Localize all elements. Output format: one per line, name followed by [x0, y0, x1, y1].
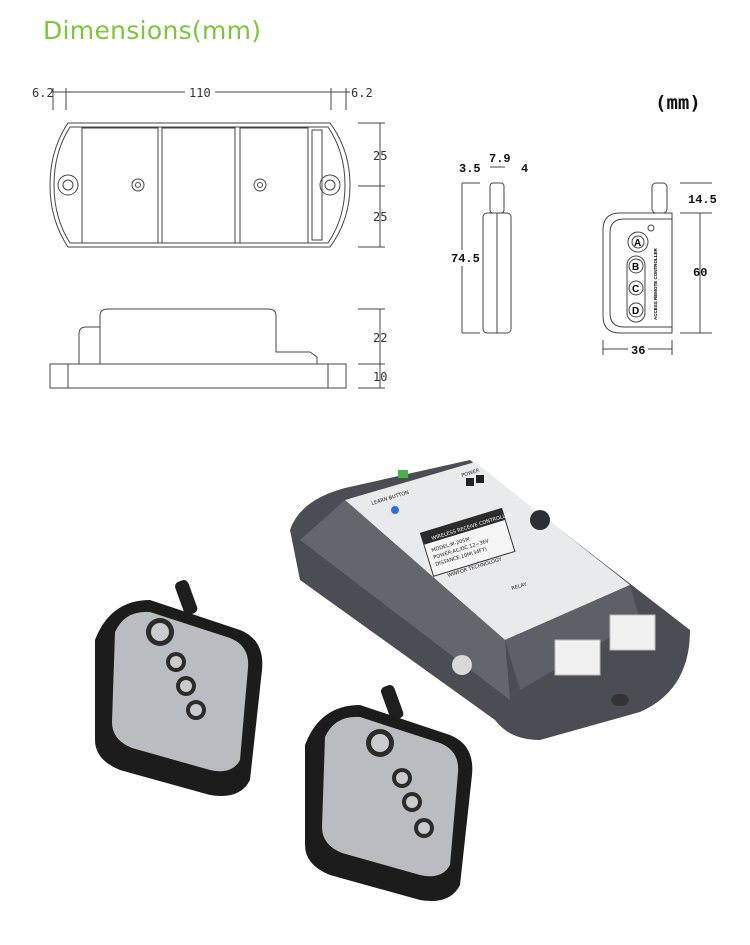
remote-side-view: 3.5 7.9 4 74.5 — [451, 152, 528, 334]
dim-remote-total: 74.5 — [451, 252, 480, 266]
dim-antenna: 14.5 — [688, 193, 717, 207]
remote-photo-1 — [95, 580, 263, 796]
dim-body-length: 60 — [693, 266, 707, 280]
dim-right-offset: 6.2 — [351, 86, 373, 100]
unit-label: (mm) — [655, 92, 701, 114]
photo-relay-label: RELAY — [511, 581, 529, 592]
dim-remote-thickness: 7.9 — [489, 152, 511, 166]
remote-buttons: A B C D — [628, 235, 645, 318]
receiver-side-view: 22 10 — [49, 308, 387, 389]
dim-upper-width: 25 — [373, 149, 387, 163]
photo-power-label: POWER — [461, 468, 481, 479]
dim-left-offset: 6.2 — [32, 86, 54, 100]
remote-photo-2 — [305, 685, 473, 901]
button-b-label: B — [632, 262, 639, 273]
dim-length: 110 — [189, 86, 211, 100]
receiver-top-view: 6.2 110 6.2 25 25 — [32, 85, 387, 248]
dim-remote-width: 36 — [631, 344, 645, 358]
remote-side-text: ACCESS REMOTE CONTROLLER — [653, 247, 658, 320]
page-title: Dimensions(mm) — [43, 16, 262, 45]
dim-base-height: 10 — [373, 370, 387, 384]
button-a-label: A — [634, 238, 641, 249]
button-d-label: D — [632, 306, 639, 317]
dim-body-height: 22 — [373, 331, 387, 345]
dim-remote-left: 3.5 — [459, 162, 481, 176]
product-photo: WIRELESS RECEIVE CONTROLLER MODEL:M-205M… — [95, 460, 690, 901]
dim-lower-width: 25 — [373, 210, 387, 224]
button-c-label: C — [632, 284, 639, 295]
dim-remote-right: 4 — [521, 162, 528, 176]
receiver-unit: WIRELESS RECEIVE CONTROLLER MODEL:M-205M… — [290, 460, 690, 740]
remote-front-view: A B C D ACCESS REMOTE CONTROLLER 14.5 60… — [602, 182, 717, 358]
